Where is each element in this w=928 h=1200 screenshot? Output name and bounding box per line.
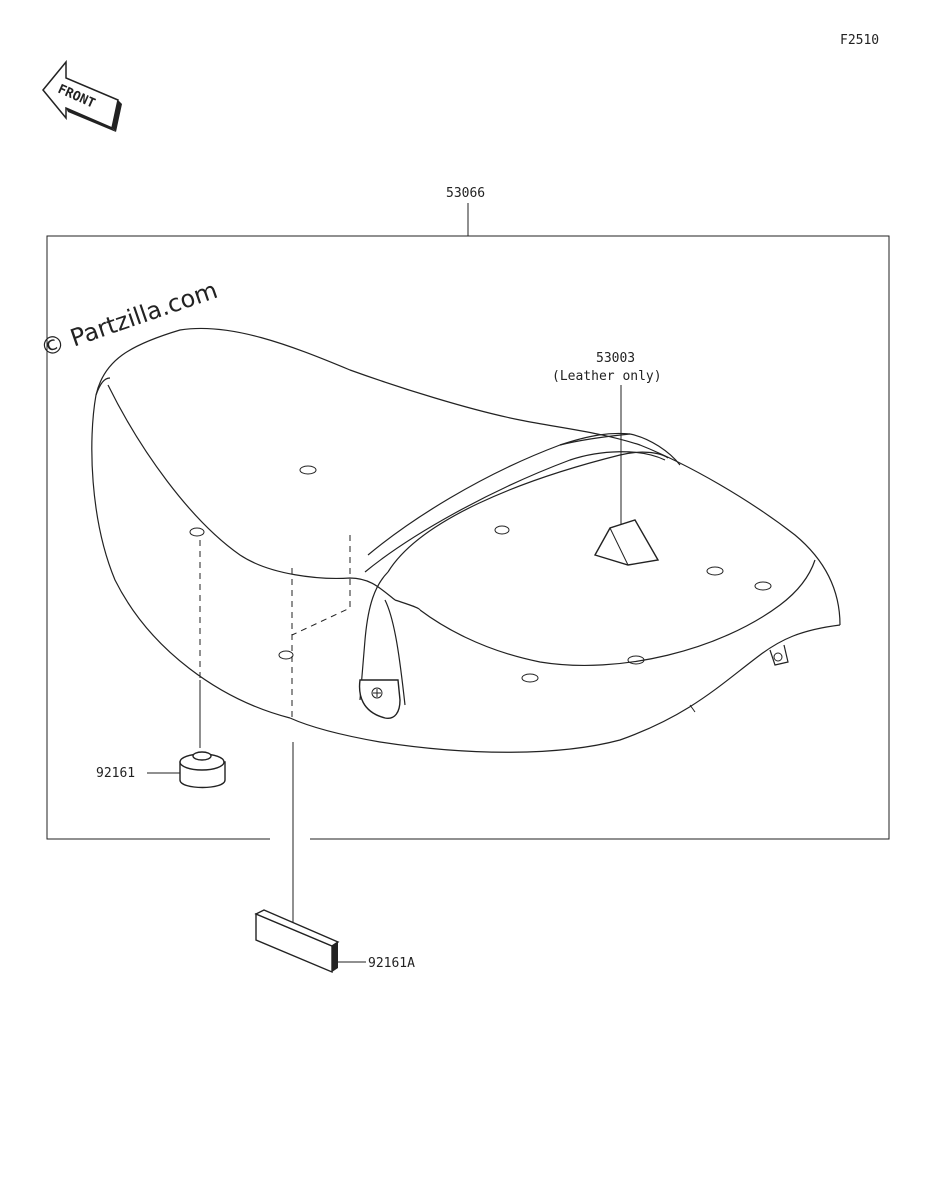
pad-part-number: 92161A <box>368 956 415 971</box>
damper-callout: 92161 <box>96 680 226 789</box>
leather-part-number: 53003 <box>596 351 635 366</box>
assembly-part-number: 53066 <box>446 186 485 201</box>
front-arrow-icon: FRONT <box>42 59 122 132</box>
leather-label-callout: 53003 (Leather only) <box>552 351 662 566</box>
pad-callout: 92161A <box>254 742 415 974</box>
damper-part-number: 92161 <box>96 766 135 781</box>
watermark: © Partzilla.com <box>37 276 221 363</box>
seat-drawing <box>91 327 841 753</box>
assembly-frame <box>46 235 890 840</box>
leather-part-note: (Leather only) <box>552 369 662 384</box>
figure-code: F2510 <box>840 33 879 48</box>
